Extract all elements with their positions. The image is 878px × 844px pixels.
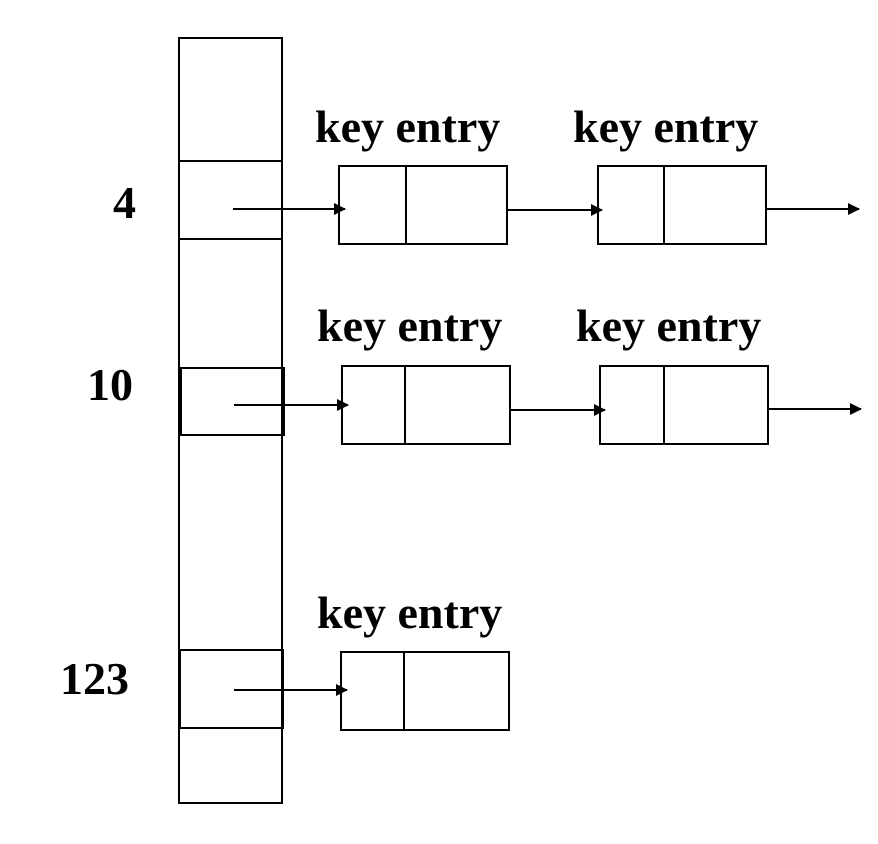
- entry-node-123-1: [340, 651, 510, 731]
- entry-node-10-1: [341, 365, 511, 445]
- bucket-index-123: 123: [60, 653, 129, 704]
- entry-label-10-2: key entry: [576, 300, 762, 351]
- bucket-slot-10: [180, 367, 285, 436]
- entry-label-4-1: key entry: [315, 101, 501, 152]
- entry-node-10-2: [599, 365, 769, 445]
- bucket-index-4: 4: [113, 177, 136, 228]
- entry-label-123-1: key entry: [317, 587, 503, 638]
- entry-node-4-2: [597, 165, 767, 245]
- bucket-array: [178, 37, 283, 804]
- entry-node-4-1: [338, 165, 508, 245]
- bucket-slot-4: [178, 160, 283, 240]
- entry-label-4-2: key entry: [573, 101, 759, 152]
- entry-label-10-1: key entry: [317, 300, 503, 351]
- bucket-index-10: 10: [87, 359, 133, 410]
